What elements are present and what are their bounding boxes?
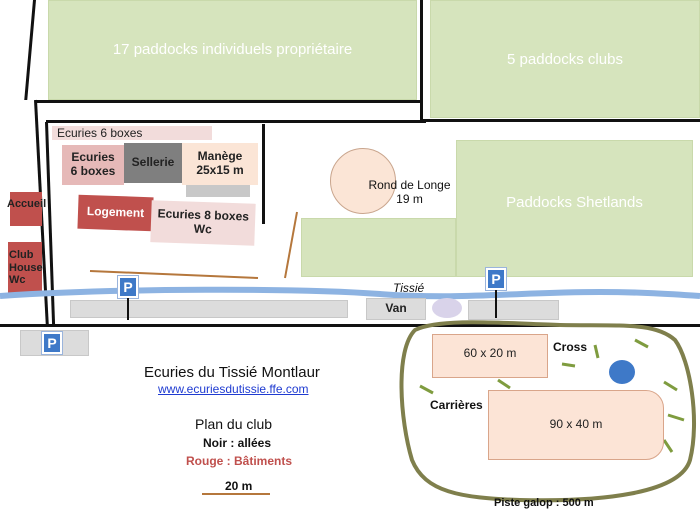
manege: Manège 25x15 m (182, 143, 258, 185)
van-label: Van (385, 301, 407, 316)
parking-pole-left (127, 298, 129, 320)
legend-rouge: Rouge : Bâtiments (186, 454, 293, 468)
carrieres-label: Carrières (430, 398, 483, 412)
legend-url-link[interactable]: www.ecuriesdutissie.ffe.com (158, 382, 309, 396)
alley-short-vertical (262, 124, 265, 224)
legend-noir: Noir : allées (203, 436, 272, 450)
accueil-label: Accueil (7, 197, 47, 210)
rond-de-longe-circle (330, 148, 396, 214)
legend-scale-label: 20 m (225, 479, 253, 493)
paddock-middle (301, 218, 456, 277)
pond (609, 360, 635, 384)
sellerie: Sellerie (124, 143, 182, 183)
road-right (468, 300, 559, 320)
van-parking: Van (366, 298, 426, 320)
paddocks-individual-label: 17 paddocks individuels propriétaire (112, 40, 353, 58)
club-house: Club House Wc (8, 242, 43, 294)
river (0, 286, 700, 300)
piste-label: Piste galop : 500 m (494, 497, 594, 509)
ecuries-6-label: Ecuries 6 boxes (70, 150, 116, 178)
arena-big: 90 x 40 m (488, 390, 664, 460)
fence-line-left (89, 270, 259, 279)
cross-obstacle (419, 384, 434, 395)
cross-obstacle (662, 439, 674, 453)
parking-sign-left: P (118, 276, 138, 298)
alley-upper-buildings (46, 120, 426, 123)
sellerie-label: Sellerie (131, 155, 175, 170)
ecuries-6-boxes: Ecuries 6 boxes (62, 145, 124, 185)
parking-sign-right: P (486, 268, 506, 290)
arena-small-label: 60 x 20 m (463, 346, 517, 361)
manege-label: Manège 25x15 m (196, 149, 244, 177)
paddocks-clubs-area: 5 paddocks clubs (430, 0, 700, 118)
paddocks-clubs-label: 5 paddocks clubs (507, 50, 623, 68)
cross-obstacle (663, 380, 678, 392)
cross-obstacle (667, 413, 685, 422)
alley-bottom (0, 324, 700, 327)
cross-obstacle (561, 362, 576, 368)
paddocks-shetlands-label: Paddocks Shetlands (506, 194, 643, 211)
legend-plan: Plan du club (195, 416, 273, 432)
manege-annex (186, 185, 250, 197)
arena-big-label: 90 x 40 m (549, 417, 603, 432)
cross-obstacle (497, 378, 511, 390)
alley-center-vertical (420, 0, 423, 122)
arena-small: 60 x 20 m (432, 334, 548, 378)
alley-middle (35, 100, 420, 103)
fence-line-center (284, 211, 298, 279)
road-left (70, 300, 348, 318)
cross-label: Cross (553, 340, 588, 354)
cross-obstacle (593, 344, 600, 359)
legend-title: Ecuries du Tissié Montlaur (144, 364, 320, 381)
parking-sign-bottom: P (42, 332, 62, 354)
club-house-label: Club House Wc (9, 249, 43, 287)
river-label: Tissié (393, 281, 425, 295)
piste-galop-track (399, 320, 696, 503)
accueil: Accueil (7, 192, 46, 226)
paddocks-shetlands-area: Paddocks Shetlands (456, 140, 693, 277)
ecuries-6-boxes-top: Ecuries 6 boxes (52, 126, 212, 140)
alley-right (420, 119, 700, 122)
ecuries-6-top-label: Ecuries 6 boxes (57, 126, 143, 140)
cross-obstacle (634, 338, 649, 349)
van-oval (432, 298, 462, 318)
rond-de-longe-label: Rond de Longe 19 m (368, 178, 451, 206)
parking-pole-right (495, 290, 497, 318)
paddocks-individual-area: 17 paddocks individuels propriétaire (48, 0, 417, 100)
